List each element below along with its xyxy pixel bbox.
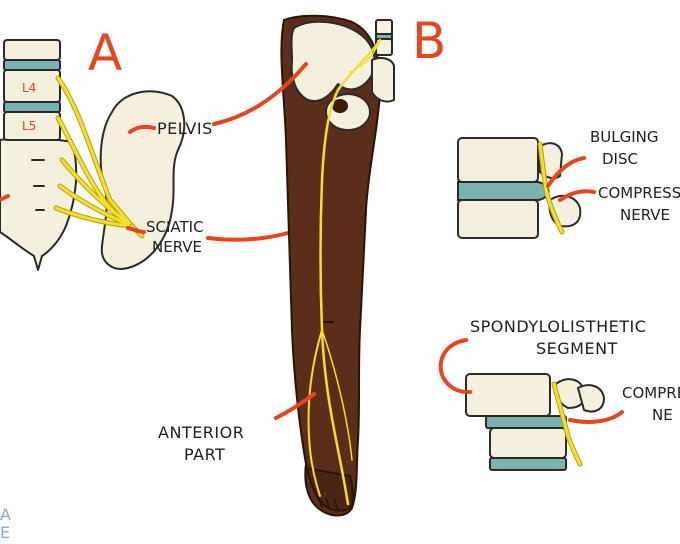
vertebra-l4-label: L4: [22, 81, 36, 95]
sacrum-illustration: [0, 136, 78, 271]
slipped-vertebra-d: [465, 373, 551, 417]
sciatic-nerve-label-line1: SCIATIC: [146, 218, 204, 236]
compressed-nerve-d: [552, 382, 582, 466]
panel-b-letter: B: [412, 12, 446, 70]
vertebra-l5-label: L5: [22, 119, 36, 133]
pelvis-label: PELVIS: [157, 119, 213, 138]
disc-l3-l4: [3, 59, 61, 71]
compressed-nerve-leader-c: [558, 189, 596, 202]
panel-c: BULGING DISC COMPRESS NERVE: [457, 128, 680, 239]
pelvis-to-hip-leader: [212, 62, 308, 126]
foot-illustration: [304, 466, 354, 512]
left-edge-leader: [0, 194, 10, 202]
lower-vertebra-d: [489, 427, 567, 459]
leg-sciatic-nerve: [307, 38, 382, 506]
lower-vertebra-c: [457, 199, 539, 239]
bulging-disc-illustration: [457, 181, 550, 201]
anterior-part-label-line1: ANTERIOR: [158, 423, 244, 442]
bulging-disc-label-line2: DISC: [602, 150, 638, 168]
disc-d-lower: [489, 457, 567, 471]
bulging-disc-leader: [546, 156, 586, 188]
panel-a: L4 L5 A PELVIS SCIATIC NERVE: [0, 24, 320, 271]
disc-d-upper: [485, 415, 567, 429]
panel-d: SPONDYLOLISTHETIC SEGMENT COMPRE NE: [438, 317, 680, 471]
compressed-nerve-label-d-line2: NE: [652, 406, 673, 424]
watermark-line1: A: [0, 505, 11, 524]
compressed-nerve-c: [538, 142, 564, 234]
compressed-nerve-leader-d: [568, 410, 624, 424]
panel-b: B ANTERIOR PART: [158, 12, 446, 517]
sciatic-nerve-leader-left: [126, 226, 146, 234]
compressed-nerve-label-c-line1: COMPRESS: [598, 184, 680, 202]
vertebra-l3-illustration: [3, 39, 61, 61]
upper-vertebra-c: [457, 137, 539, 183]
compressed-nerve-label-d-line1: COMPRE: [622, 384, 680, 402]
panel-a-letter: A: [88, 24, 122, 82]
watermark-line2: E: [0, 523, 10, 542]
femoral-head-illustration: [325, 93, 371, 131]
watermark: A E: [0, 505, 11, 542]
compressed-nerve-label-c-line2: NERVE: [620, 206, 670, 224]
bulging-disc-label-line1: BULGING: [590, 128, 659, 146]
spondylolisthetic-label-line2: SEGMENT: [536, 339, 618, 358]
spondylolisthetic-leader: [438, 338, 472, 394]
spondylolisthetic-label-line1: SPONDYLOLISTHETIC: [470, 317, 646, 336]
anterior-part-leader: [274, 392, 316, 420]
sciatic-nerve-label-line2: NERVE: [152, 238, 202, 256]
anterior-part-label-line2: PART: [184, 445, 225, 464]
pelvis-leader: [128, 124, 156, 134]
disc-l4-l5: [3, 101, 61, 113]
hip-bone-illustration: [290, 20, 376, 102]
